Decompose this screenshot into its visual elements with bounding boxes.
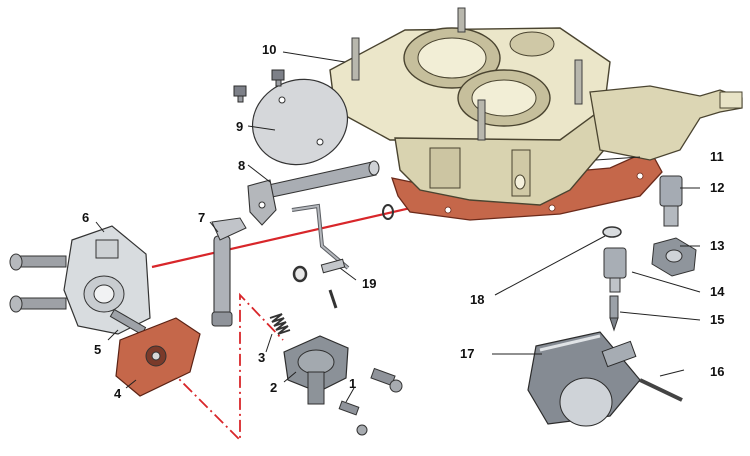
link-rod-part-19: [291, 203, 350, 274]
assembly-axis-lines: [151, 181, 521, 443]
callout-7: 7: [198, 210, 205, 225]
needle-part-15: [609, 295, 619, 332]
callout-13: 13: [710, 238, 724, 253]
spring-part-3: [269, 313, 291, 335]
gasket-holes: [444, 172, 644, 214]
washer-part-18: [602, 226, 622, 238]
callout-5: 5: [94, 342, 101, 357]
cover-plate-part-9: [233, 69, 349, 166]
leader-lines: [95, 51, 701, 403]
callout-11: 11: [710, 149, 724, 164]
nut-part-13: [651, 237, 697, 277]
fitting-part-12: [659, 175, 683, 227]
washer: [382, 204, 394, 220]
cotter-pin: [328, 289, 338, 309]
screw-icon: [271, 69, 285, 81]
callout-14: 14: [710, 284, 725, 299]
callout-12: 12: [710, 180, 724, 195]
screw-icon: [9, 253, 67, 271]
callout-4: 4: [114, 386, 122, 401]
washer: [292, 265, 308, 283]
carburetor-body-part-10: [329, 7, 743, 206]
callout-18: 18: [470, 292, 484, 307]
callout-19: 19: [362, 276, 376, 291]
fuel-filter-part-17: [527, 331, 641, 427]
dash-dot-axis-line: [167, 292, 284, 443]
callout-16: 16: [710, 364, 724, 379]
callout-6: 6: [82, 210, 89, 225]
callout-2: 2: [270, 380, 277, 395]
screw-icon: [338, 400, 368, 436]
pushrod-part-7: [211, 217, 247, 327]
callout-1: 1: [349, 376, 356, 391]
callout-15: 15: [710, 312, 724, 327]
valve-part-14: [603, 247, 627, 293]
callout-10: 10: [262, 42, 276, 57]
callout-8: 8: [238, 158, 245, 173]
callout-17: 17: [460, 346, 474, 361]
screw-icon: [233, 85, 247, 97]
callout-9: 9: [236, 119, 243, 134]
callout-labels: 1 2 3 4 5 6 7 8 9 10 11 12 13 14 15 16 1…: [82, 42, 725, 401]
pump-housing-part-6: [63, 225, 151, 335]
pin-part-16: [639, 378, 683, 402]
callout-3: 3: [258, 350, 265, 365]
pump-cover-part-2: [283, 335, 349, 405]
lever-shaft-part-8: [247, 160, 380, 226]
screw-icon: [370, 367, 403, 393]
screw-icon: [9, 295, 67, 313]
diaphragm-part-4: [115, 317, 201, 397]
